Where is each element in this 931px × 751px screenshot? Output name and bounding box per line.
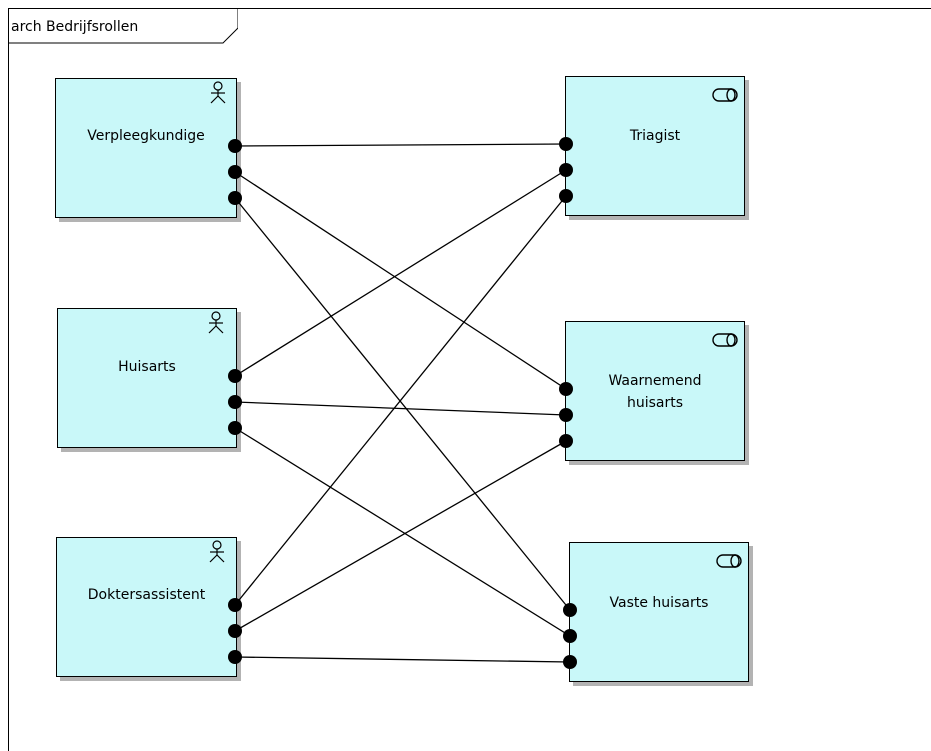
role-label: Waarnemend huisarts <box>608 373 702 411</box>
actor-label: Verpleegkundige <box>87 128 205 144</box>
actor-huisarts[interactable]: Huisarts <box>57 308 237 448</box>
role-vaste-huisarts[interactable]: Vaste huisarts <box>569 542 749 682</box>
role-waarnemend-huisarts[interactable]: Waarnemend huisarts <box>565 321 745 461</box>
role-icon <box>712 88 738 102</box>
role-label: Vaste huisarts <box>609 595 709 611</box>
role-triagist[interactable]: Triagist <box>565 76 745 216</box>
frame-tab <box>8 8 238 44</box>
role-icon <box>712 333 738 347</box>
actor-label: Huisarts <box>118 359 176 375</box>
diagram-frame <box>8 8 931 751</box>
actor-verpleegkundige[interactable]: Verpleegkundige <box>55 78 237 218</box>
role-label: Triagist <box>629 128 681 144</box>
actor-icon <box>210 81 226 104</box>
actor-icon <box>209 540 225 563</box>
actor-icon <box>208 311 224 334</box>
actor-doktersassistent[interactable]: Doktersassistent <box>56 537 237 677</box>
actor-label: Doktersassistent <box>87 587 206 603</box>
frame-label: arch Bedrijfsrollen <box>11 19 139 35</box>
role-icon <box>716 554 742 568</box>
